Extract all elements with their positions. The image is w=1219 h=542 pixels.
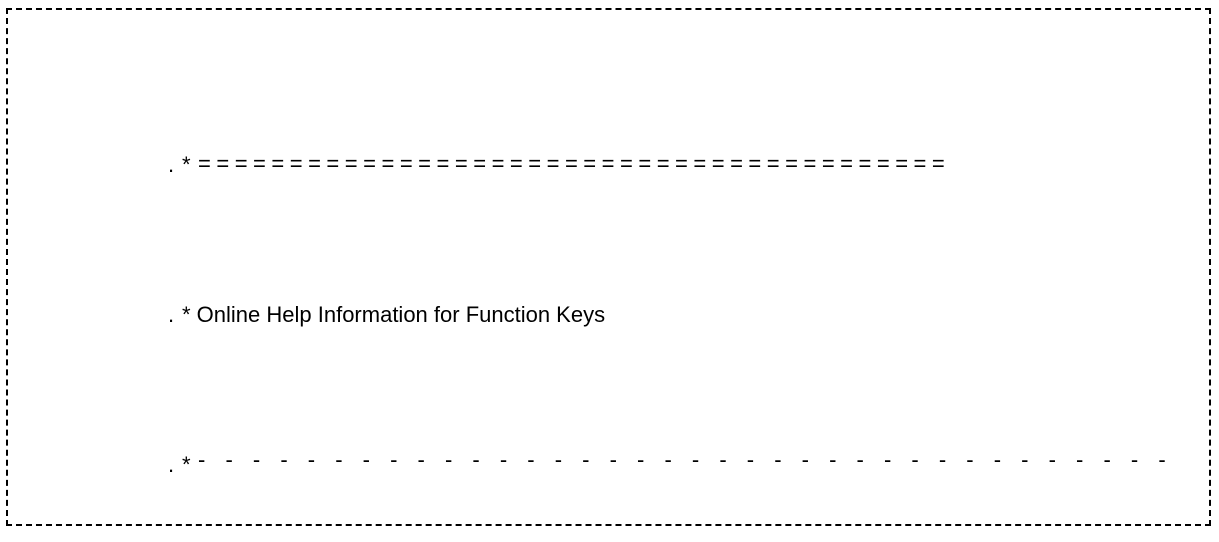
banner-top-rule-line: . * ====================================… [168,150,1208,180]
comment-dot: . [168,452,175,477]
comment-dot: . [168,302,175,327]
banner-title-line: . * Online Help Information for Function… [168,300,1208,330]
banner-dash-rule: - - - - - - - - - - - - - - - - - - - - … [198,447,1173,472]
banner-title-text: * Online Help Information for Function K… [182,302,606,327]
help-source-listing: . * ====================================… [168,30,1208,542]
comment-star: * [182,452,191,477]
comment-dot: . [168,152,175,177]
banner-bottom-rule-line: . * - - - - - - - - - - - - - - - - - - … [168,447,1208,480]
outer-dashed-frame [6,8,1211,526]
comment-star: * [182,152,191,177]
banner-equals-rule: ========================================… [198,151,951,176]
